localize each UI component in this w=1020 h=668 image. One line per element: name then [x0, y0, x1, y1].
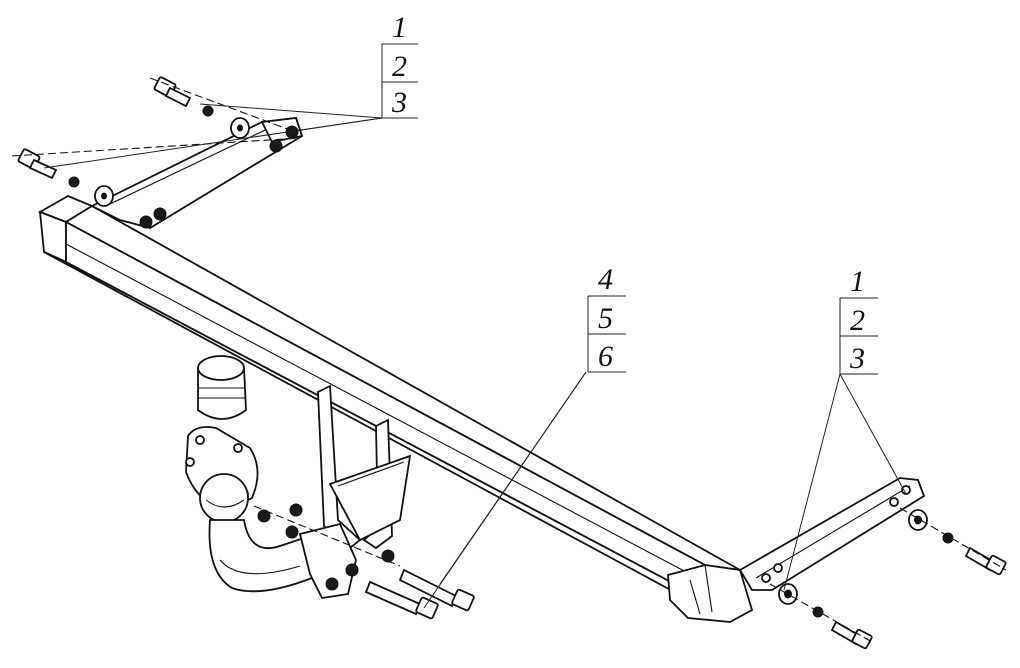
bracket-nut-icon: [153, 207, 167, 221]
right-fasteners: [769, 507, 1007, 650]
callout-center: 4 5 6: [587, 263, 626, 373]
callout-top-left: 1 2 3: [381, 11, 418, 119]
bolt-icon: [364, 580, 439, 620]
nut-icon: [345, 563, 359, 577]
callout-label: 2: [850, 304, 865, 337]
callout-label: 5: [598, 302, 613, 335]
nut-icon: [812, 606, 824, 618]
bolt-icon: [964, 546, 1007, 576]
nut-icon: [325, 577, 339, 591]
bolt-icon: [17, 148, 58, 180]
left-fasteners: [11, 76, 301, 207]
callout-label: 6: [598, 340, 613, 373]
bracket-hole-icon: [889, 497, 899, 507]
ball-cap-icon: [197, 355, 247, 420]
bolt-icon: [830, 620, 873, 650]
right-mounting-bracket: [738, 477, 926, 591]
callout-label: 4: [598, 263, 613, 296]
tow-ball-assembly: [185, 355, 401, 599]
callout-right: 1 2 3: [839, 265, 878, 375]
nut-icon: [68, 176, 80, 188]
center-fasteners: [364, 568, 475, 620]
nut-icon: [257, 509, 271, 523]
leader-lines: [43, 103, 907, 609]
left-mounting-bracket: [89, 117, 304, 229]
nut-icon: [381, 549, 395, 563]
callout-label: 3: [849, 342, 865, 375]
main-crossbeam: [37, 194, 754, 623]
bracket-hole-icon: [901, 485, 911, 495]
nut-icon: [289, 503, 303, 517]
callout-label: 2: [392, 50, 407, 83]
callout-label: 1: [850, 265, 865, 298]
nut-icon: [202, 105, 214, 117]
callout-label: 3: [391, 86, 407, 119]
callout-label: 1: [392, 11, 407, 44]
center-mount-plates: [317, 384, 412, 550]
bracket-hole-icon: [773, 563, 783, 573]
bolt-icon: [153, 76, 192, 108]
bracket-nut-icon: [269, 139, 283, 153]
bracket-hole-icon: [761, 573, 771, 583]
nut-icon: [942, 532, 954, 544]
bracket-nut-icon: [139, 215, 153, 229]
nut-icon: [285, 525, 299, 539]
